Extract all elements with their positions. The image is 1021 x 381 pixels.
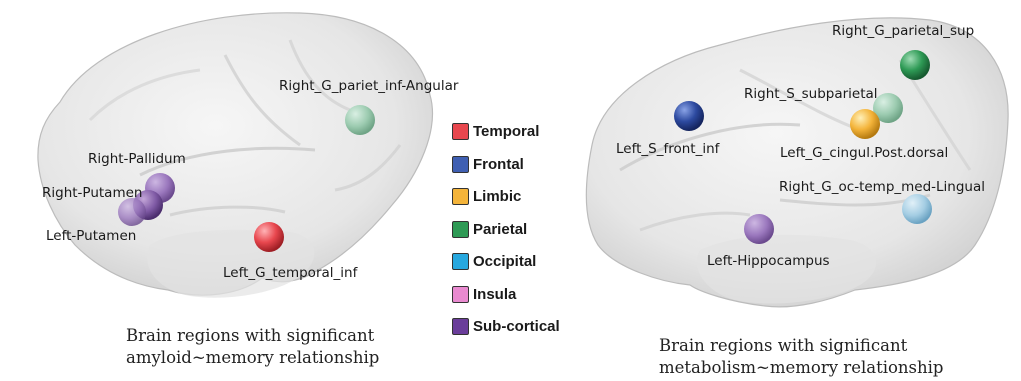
label-left-g-temporal-inf: Left_G_temporal_inf bbox=[223, 265, 359, 281]
region-marker-left-g-temporal-inf bbox=[254, 222, 284, 252]
legend: Temporal Frontal Limbic Parietal Occipit… bbox=[452, 118, 560, 346]
legend-label-limbic: Limbic bbox=[473, 188, 521, 205]
legend-label-occipital: Occipital bbox=[473, 253, 536, 270]
legend-swatch-temporal bbox=[452, 123, 469, 140]
legend-swatch-sub-cortical bbox=[452, 318, 469, 335]
region-marker-left-hippocampus bbox=[744, 214, 774, 244]
legend-label-insula: Insula bbox=[473, 286, 516, 303]
legend-item-occipital: Occipital bbox=[452, 248, 560, 275]
right-caption-line2: metabolism~memory relationship bbox=[659, 357, 943, 379]
left-caption: Brain regions with significant amyloid~m… bbox=[126, 325, 379, 369]
legend-item-insula: Insula bbox=[452, 281, 560, 308]
right-caption-line1: Brain regions with significant bbox=[659, 335, 943, 357]
legend-label-sub-cortical: Sub-cortical bbox=[473, 318, 560, 335]
label-left-s-front-inf: Left_S_front_inf bbox=[616, 141, 721, 157]
legend-swatch-frontal bbox=[452, 156, 469, 173]
legend-item-sub-cortical: Sub-cortical bbox=[452, 313, 560, 340]
label-right-s-subparietal: Right_S_subparietal bbox=[744, 86, 878, 102]
label-right-g-oc-temp-med-lingual: Right_G_oc-temp_med-Lingual bbox=[779, 179, 985, 195]
region-marker-right-g-oc-temp-med-lingual bbox=[902, 194, 932, 224]
legend-swatch-insula bbox=[452, 286, 469, 303]
region-marker-left-s-front-inf bbox=[674, 101, 704, 131]
region-marker-left-putamen bbox=[118, 198, 146, 226]
legend-item-limbic: Limbic bbox=[452, 183, 560, 210]
right-caption: Brain regions with significant metabolis… bbox=[659, 335, 943, 379]
legend-label-temporal: Temporal bbox=[473, 123, 539, 140]
legend-swatch-limbic bbox=[452, 188, 469, 205]
region-marker-right-g-pariet-inf-angular bbox=[345, 105, 375, 135]
label-right-pallidum: Right-Pallidum bbox=[88, 151, 186, 167]
label-right-g-parietal-sup: Right_G_parietal_sup bbox=[832, 23, 974, 39]
legend-swatch-occipital bbox=[452, 253, 469, 270]
region-marker-right-g-parietal-sup bbox=[900, 50, 930, 80]
left-caption-line1: Brain regions with significant bbox=[126, 325, 379, 347]
region-marker-left-g-cingul-post-dorsal bbox=[850, 109, 880, 139]
label-right-g-pariet-inf-angular: Right_G_pariet_inf-Angular bbox=[279, 78, 459, 94]
legend-item-temporal: Temporal bbox=[452, 118, 560, 145]
left-caption-line2: amyloid~memory relationship bbox=[126, 347, 379, 369]
legend-item-parietal: Parietal bbox=[452, 216, 560, 243]
legend-label-frontal: Frontal bbox=[473, 156, 524, 173]
legend-item-frontal: Frontal bbox=[452, 151, 560, 178]
label-left-hippocampus: Left-Hippocampus bbox=[707, 253, 830, 269]
label-left-g-cingul-post-dorsal: Left_G_cingul.Post.dorsal bbox=[780, 145, 948, 161]
label-left-putamen: Left-Putamen bbox=[46, 228, 136, 244]
legend-label-parietal: Parietal bbox=[473, 221, 527, 238]
legend-swatch-parietal bbox=[452, 221, 469, 238]
label-right-putamen: Right-Putamen bbox=[42, 185, 142, 201]
